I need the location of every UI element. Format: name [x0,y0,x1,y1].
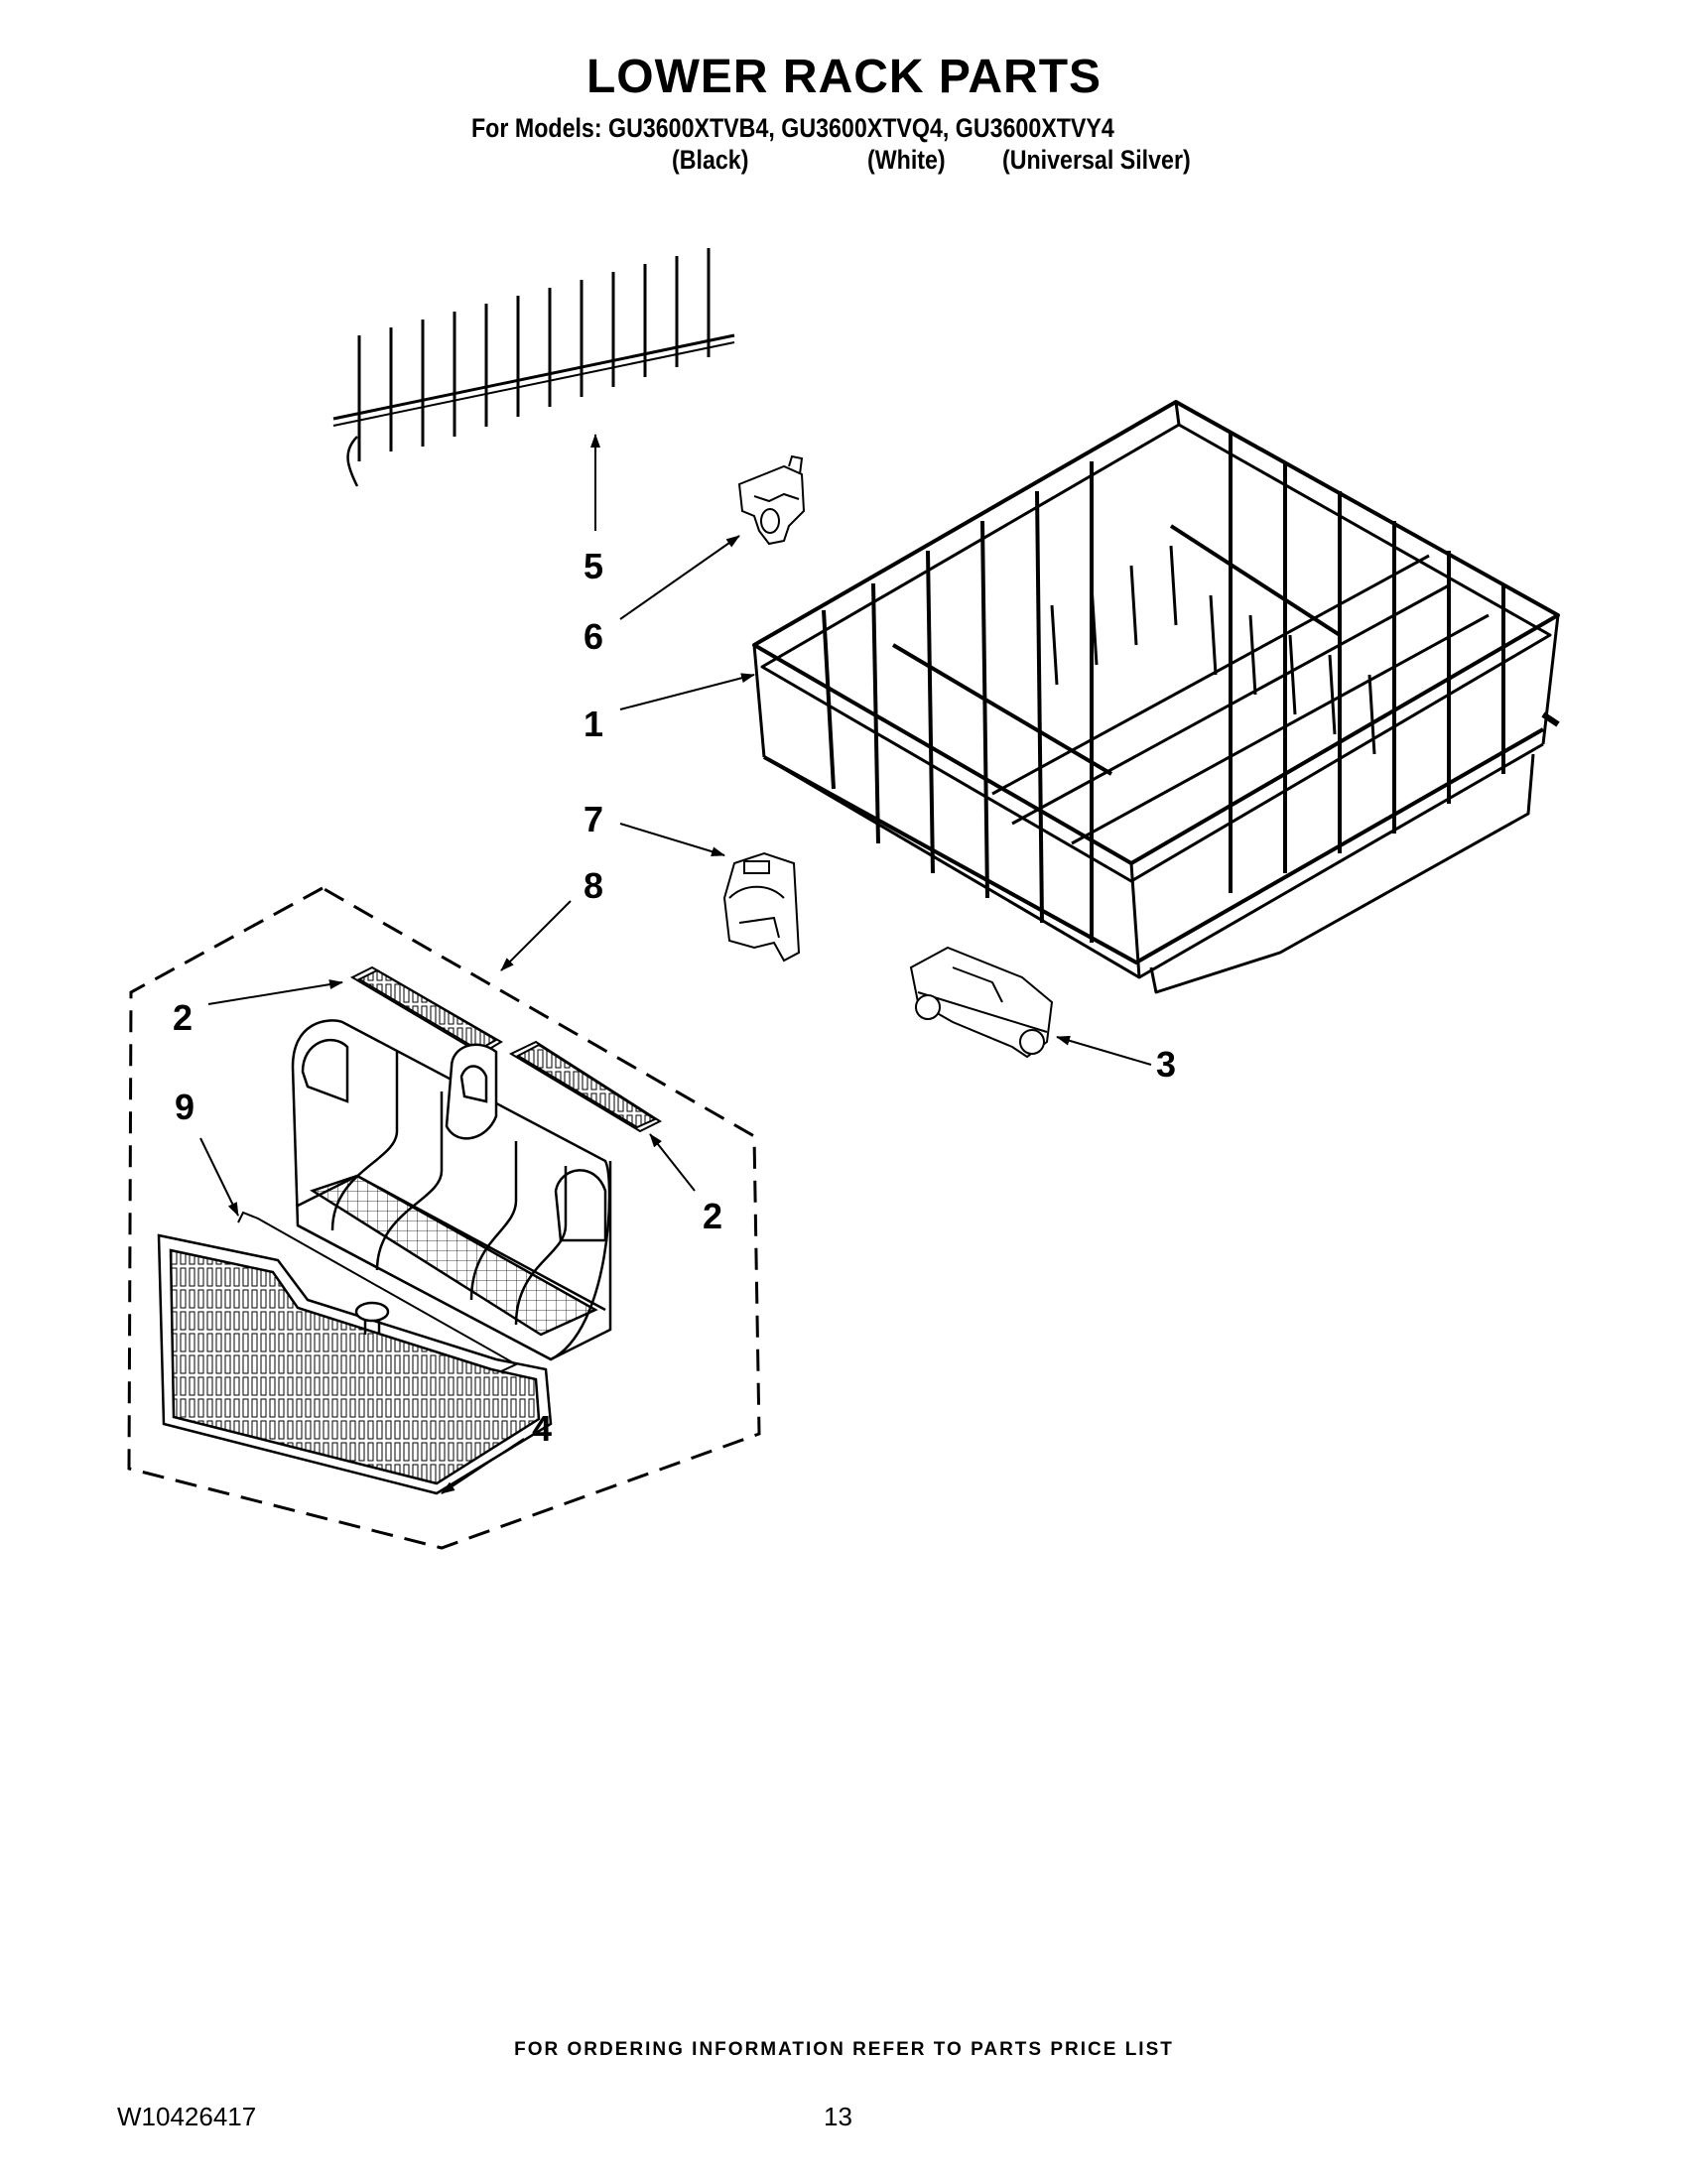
leader-3 [1056,1035,1152,1066]
rack-stop-part [722,851,801,963]
callout-7: 7 [584,799,604,839]
callout-2-left: 2 [173,997,194,1038]
basket-cover-left-part [349,965,503,1056]
basket-assembly-boundary [127,886,761,1550]
leader-9 [199,1137,239,1217]
variant-universal-silver: (Universal Silver) [1002,145,1191,175]
callout-1: 1 [584,704,604,744]
basket-cover-right-part [508,1040,663,1133]
callout-5: 5 [584,546,604,586]
rack-wheel-part [909,946,1054,1059]
models-line: For Models: GU3600XTVB4, GU3600XTVQ4, GU… [471,113,1114,143]
callout-4: 4 [532,1408,553,1449]
callout-9: 9 [175,1087,195,1127]
document-number: W10426417 [117,2102,257,2131]
leader-lines [199,434,1152,1494]
tine-row-part [332,248,735,487]
callout-6: 6 [584,616,604,657]
callout-2-right: 2 [703,1196,723,1236]
silverware-basket-part [291,1019,612,1361]
ordering-note: FOR ORDERING INFORMATION REFER TO PARTS … [514,2039,1174,2060]
tine-clip-part [737,454,806,546]
leader-8 [500,900,572,971]
lower-dishrack-part [752,400,1560,994]
leader-2b [649,1133,696,1192]
leader-7 [619,823,725,856]
leader-2a [207,979,343,1005]
leader-6 [619,535,740,620]
leader-1 [619,673,755,710]
page-number: 13 [824,2102,852,2131]
variant-white: (White) [867,145,946,175]
leader-4 [441,1438,525,1494]
variant-black: (Black) [672,145,749,175]
callout-3: 3 [1156,1044,1177,1085]
basket-cover-panel-part [157,1211,553,1495]
callout-8: 8 [584,865,604,906]
page-title: LOWER RACK PARTS [585,51,1103,103]
